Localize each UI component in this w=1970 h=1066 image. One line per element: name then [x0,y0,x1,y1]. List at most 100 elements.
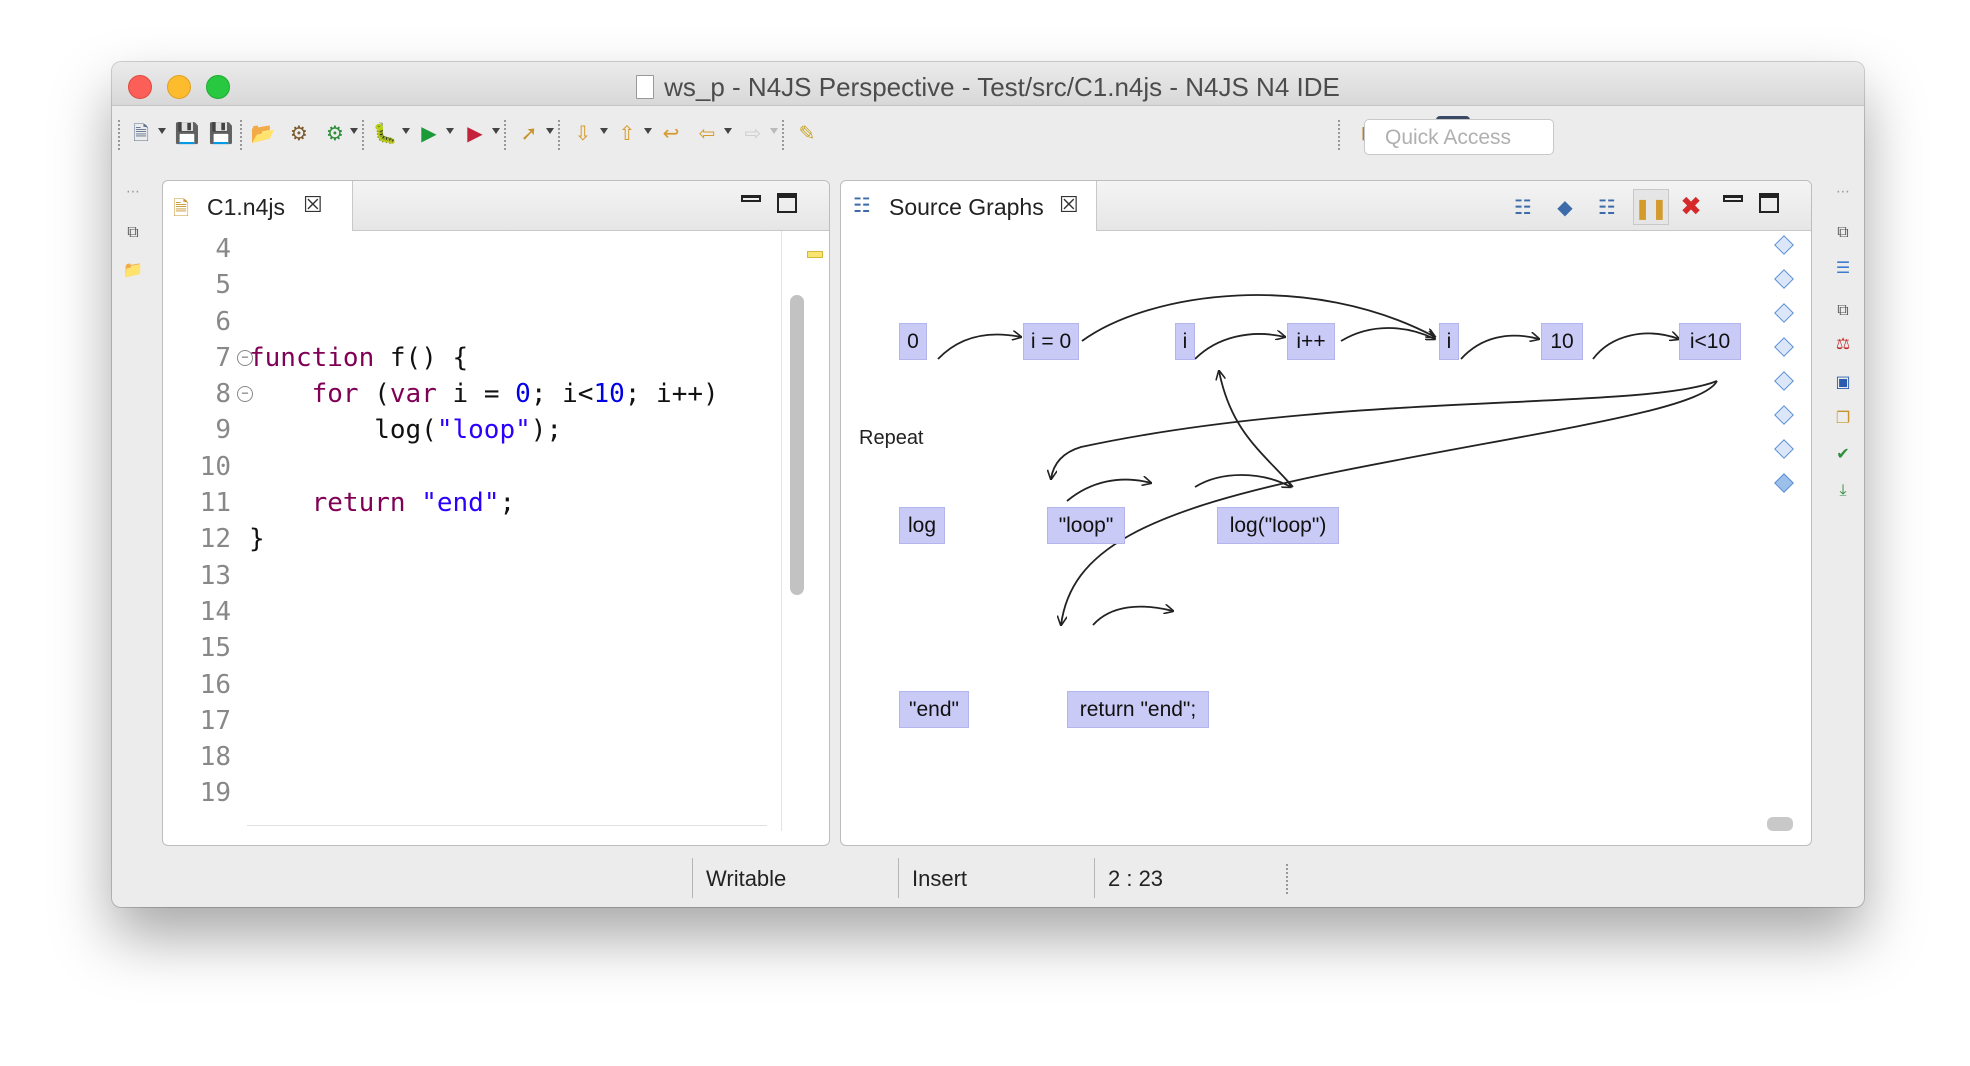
show-ast-icon[interactable]: ☷ [1598,195,1616,219]
graph-history-marker[interactable] [1774,269,1794,289]
code-line[interactable]: for (var i = 0; i<10; i++) [311,379,719,410]
debug-dropdown-arrow[interactable] [402,128,410,134]
graph-node-10[interactable]: 10 [1541,323,1583,360]
graph-node-return[interactable]: return "end"; [1067,691,1209,728]
close-tab-icon[interactable]: ☒ [1059,193,1079,218]
close-tab-icon[interactable]: ☒ [303,193,323,218]
graph-history-marker[interactable] [1774,405,1794,425]
restore-icon[interactable]: ⧉ [127,222,139,241]
code-line[interactable] [249,739,719,775]
graph-node-i-increment[interactable]: i++ [1287,323,1335,360]
code-line[interactable]: } [249,524,265,555]
code-line[interactable] [249,267,719,303]
maximize-view-icon[interactable] [1759,193,1779,213]
editor-vertical-scrollbar[interactable] [781,231,813,831]
minimize-view-icon[interactable] [741,195,761,202]
open-project-icon[interactable]: 📂 [250,121,276,145]
code-line[interactable]: return "end"; [311,488,516,519]
code-line[interactable] [249,667,719,703]
back-dropdown-arrow[interactable] [724,128,732,134]
code-line[interactable] [249,703,719,739]
graph-history-marker[interactable] [1774,337,1794,357]
fold-toggle-icon[interactable]: − [237,349,253,366]
graph-node-end-string[interactable]: "end" [899,691,969,728]
graph-history-marker[interactable] [1774,303,1794,323]
zoom-window-button[interactable] [206,75,230,99]
editor-scroll-thumb[interactable] [790,295,804,595]
run-dropdown-arrow[interactable] [446,128,454,134]
last-edit-location-icon[interactable]: ↩ [662,121,680,145]
restore-icon[interactable]: ⧉ [1837,222,1849,241]
graph-history-marker[interactable] [1774,371,1794,391]
external-tools-dropdown-arrow[interactable] [492,128,500,134]
graph-history-marker[interactable] [1774,235,1794,255]
new-class-icon[interactable]: ⚙ [326,121,344,145]
graph-history-marker-selected[interactable] [1774,473,1794,493]
layout-graph-icon[interactable]: ☷ [1514,195,1532,219]
download-icon[interactable]: ⤓ [1839,480,1847,499]
new-dropdown-arrow[interactable] [158,128,166,134]
test-results-icon[interactable]: ✔ [1836,444,1850,463]
console-icon[interactable]: ▣ [1835,372,1851,391]
save-icon[interactable]: 💾 [174,121,200,145]
show-flow-graph-icon[interactable]: ◆ [1557,195,1573,219]
external-tools-icon[interactable]: ▶ [467,121,483,145]
previous-annotation-icon[interactable]: ⇧ [618,121,636,145]
graph-canvas[interactable]: Repeat 0 i = 0 i i++ i 10 i<10 log "loop… [841,231,1813,847]
code-line[interactable] [249,775,719,811]
graph-history-marker[interactable] [1774,439,1794,459]
graph-node-condition[interactable]: i<10 [1679,323,1741,360]
code-line[interactable] [249,594,719,630]
pause-icon[interactable]: ❚❚ [1633,189,1669,225]
graph-scrollbar[interactable] [1767,817,1793,831]
pin-editor-icon[interactable]: ✎ [798,121,816,145]
save-all-icon[interactable]: 💾 [208,121,234,145]
code-line[interactable] [249,630,719,666]
tab-c1-n4js[interactable]: 🗎 C1.n4js ☒ [163,181,353,231]
previous-annotation-dropdown-arrow[interactable] [644,128,652,134]
code-line[interactable] [249,449,719,485]
minimize-window-button[interactable] [167,75,191,99]
overview-ruler-marker[interactable] [807,251,823,258]
ide-window: ws_p - N4JS Perspective - Test/src/C1.n4… [112,62,1864,907]
graph-node-i[interactable]: i [1175,323,1195,360]
fold-toggle-icon[interactable]: − [237,386,253,403]
code-line[interactable] [249,558,719,594]
graph-node-0[interactable]: 0 [899,323,927,360]
code-line[interactable]: log("loop"); [249,415,563,446]
maximize-view-icon[interactable] [777,193,797,213]
back-icon[interactable]: ⇦ [698,121,716,145]
graph-node-i-eq-0[interactable]: i = 0 [1023,323,1079,360]
code-line[interactable]: function f() { [249,342,469,373]
run-icon[interactable]: ▶ [421,121,437,145]
tab-source-graphs[interactable]: ☷ Source Graphs ☒ [841,181,1097,231]
quick-access-field[interactable]: Quick Access [1364,119,1554,155]
graph-node-log[interactable]: log [899,507,945,544]
next-annotation-icon[interactable]: ⇩ [574,121,592,145]
open-type-dropdown-arrow[interactable] [546,128,554,134]
code-line[interactable] [249,231,719,267]
build-icon[interactable]: ⚙ [290,121,308,145]
problems-icon[interactable]: ⚖ [1835,334,1851,353]
next-annotation-dropdown-arrow[interactable] [600,128,608,134]
code-editor[interactable]: function f() { for (var i = 0; i<10; i++… [249,231,719,812]
copy-icon[interactable]: ❐ [1835,408,1851,427]
new-class-dropdown-arrow[interactable] [350,128,358,134]
close-window-button[interactable] [128,75,152,99]
graph-node-loop-string[interactable]: "loop" [1047,507,1125,544]
forward-dropdown-arrow[interactable] [770,128,778,134]
minimize-view-icon[interactable] [1723,195,1743,202]
forward-icon[interactable]: ⇨ [744,121,762,145]
line-number: 5 [215,270,231,301]
graph-node-i[interactable]: i [1439,323,1459,360]
outline-icon[interactable]: ☰ [1835,258,1851,277]
clear-graphs-icon[interactable]: ✖ [1680,192,1702,222]
restore-icon[interactable]: ⧉ [1837,300,1849,319]
graph-node-log-call[interactable]: log("loop") [1217,507,1339,544]
code-line[interactable] [249,304,719,340]
new-wizard-icon[interactable]: 🗎 [132,121,150,145]
editor-horizontal-scrollbar[interactable] [247,825,767,839]
open-type-icon[interactable]: ➚ [520,121,538,145]
project-explorer-icon[interactable]: 📁 [123,260,143,279]
debug-icon[interactable]: 🐛 [372,121,398,145]
